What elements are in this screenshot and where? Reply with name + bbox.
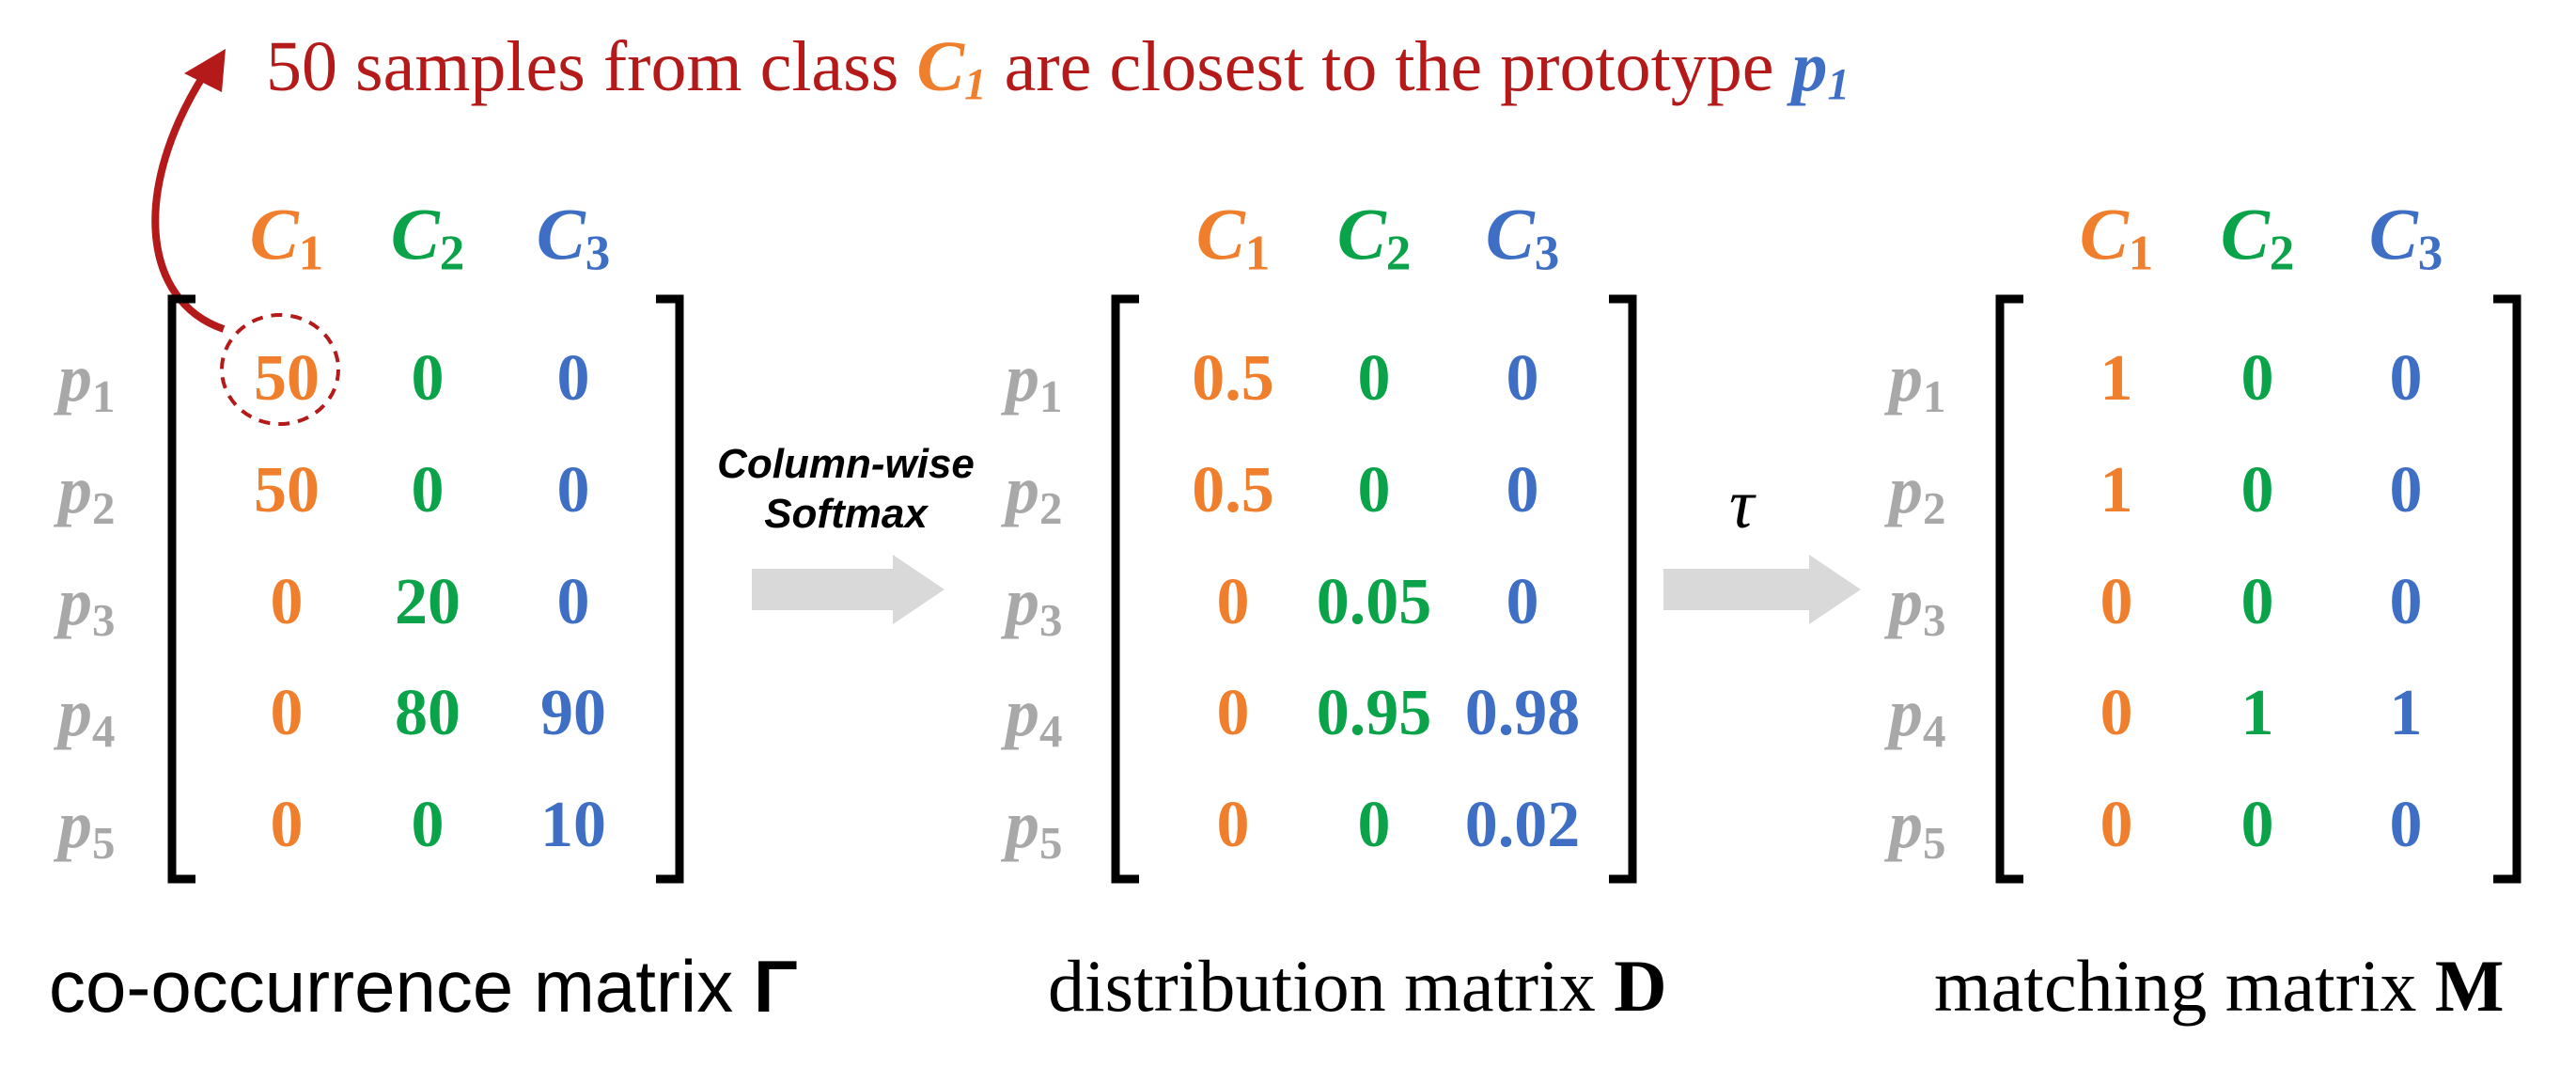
threshold-arrow (1663, 555, 1861, 624)
gamma-caption: co-occurrence matrix Γ (49, 945, 798, 1028)
distribution-row-label: p5 (1006, 787, 1063, 870)
gamma-row-label: p1 (58, 340, 116, 423)
annotation-class-symbol: C1 (916, 27, 987, 110)
matching-row-label: p5 (1889, 787, 1946, 870)
distribution-row-label: p3 (1006, 564, 1063, 647)
distribution-row-label: p2 (1006, 452, 1063, 535)
matching-row-label: p2 (1889, 452, 1946, 535)
distribution-matrix-cell: 0 (1506, 566, 1539, 638)
highlight-dashed-circle (220, 313, 340, 426)
matching-column-header: C3 (2368, 193, 2443, 281)
softmax-label: Column-wise Softmax (691, 440, 1001, 540)
matching-matrix-cell: 0 (2240, 566, 2274, 638)
gamma-column-header: C2 (390, 193, 465, 281)
matching-matrix-cell: 0 (2240, 342, 2274, 415)
matching-matrix-cell: 1 (2240, 677, 2274, 749)
distribution-matrix-cell: 0.95 (1316, 677, 1432, 749)
threshold-label: τ (1729, 466, 1755, 543)
distribution-matrix-cell: 0 (1216, 566, 1250, 638)
gamma-matrix-cell: 0 (270, 677, 304, 749)
matching-caption: matching matrix M (1934, 945, 2505, 1027)
softmax-arrow (752, 555, 945, 624)
matching-left-bracket (1995, 294, 2023, 884)
distribution-matrix-cell: 0 (1357, 342, 1391, 415)
annotation-arrow-head (184, 49, 226, 92)
gamma-matrix-cell: 0 (270, 789, 304, 861)
gamma-matrix-cell: 50 (254, 454, 320, 526)
matching-matrix-cell: 0 (2100, 677, 2133, 749)
matching-matrix-cell: 0 (2389, 342, 2423, 415)
distribution-row-label: p1 (1006, 340, 1063, 423)
matching-row-label: p4 (1889, 675, 1946, 758)
matching-column-header: C1 (2079, 193, 2154, 281)
distribution-column-header: C1 (1195, 193, 1271, 281)
gamma-right-bracket (656, 294, 684, 884)
matching-matrix-cell: 0 (2389, 454, 2423, 526)
distribution-matrix-cell: 0.5 (1192, 454, 1274, 526)
distribution-matrix-cell: 0.98 (1464, 677, 1581, 749)
matching-matrix-cell: 1 (2100, 342, 2133, 415)
gamma-column-header: C3 (536, 193, 611, 281)
distribution-matrix-cell: 0.05 (1316, 566, 1432, 638)
gamma-matrix-cell: 0 (556, 342, 590, 415)
matching-matrix-cell: 0 (2389, 789, 2423, 861)
gamma-matrix-cell: 0 (556, 454, 590, 526)
gamma-matrix-cell: 0 (411, 342, 445, 415)
gamma-matrix-cell: 0 (270, 566, 304, 638)
gamma-matrix-cell: 90 (540, 677, 606, 749)
gamma-column-header: C1 (249, 193, 324, 281)
distribution-row-label: p4 (1006, 675, 1063, 758)
gamma-row-label: p3 (58, 564, 116, 647)
distribution-matrix-cell: 0.02 (1464, 789, 1581, 861)
gamma-row-label: p2 (58, 452, 116, 535)
matching-matrix-cell: 0 (2100, 566, 2133, 638)
annotation-text-middle: are closest to the prototype (986, 27, 1792, 106)
matching-right-bracket (2493, 294, 2521, 884)
matching-matrix-cell: 0 (2100, 789, 2133, 861)
softmax-label-line2: Softmax (764, 490, 928, 537)
distribution-matrix-cell: 0 (1506, 342, 1539, 415)
distribution-matrix-cell: 0 (1216, 789, 1250, 861)
distribution-left-bracket (1111, 294, 1139, 884)
distribution-right-bracket (1609, 294, 1637, 884)
matching-row-label: p3 (1889, 564, 1946, 647)
gamma-row-label: p5 (58, 787, 116, 870)
matching-column-header: C2 (2220, 193, 2295, 281)
gamma-matrix-cell: 50 (254, 342, 320, 415)
distribution-matrix-cell: 0.5 (1192, 342, 1274, 415)
distribution-column-header: C2 (1336, 193, 1412, 281)
distribution-matrix-cell: 0 (1216, 677, 1250, 749)
matching-row-label: p1 (1889, 340, 1946, 423)
annotation-text: 50 samples from class C1 are closest to … (266, 26, 1850, 110)
gamma-matrix-cell: 20 (395, 566, 461, 638)
gamma-matrix-cell: 0 (556, 566, 590, 638)
annotation-curved-arrow (151, 71, 226, 333)
annotation-prototype-symbol: p1 (1791, 27, 1850, 110)
distribution-column-header: C3 (1485, 193, 1560, 281)
annotation-text-before: 50 samples from class (266, 27, 917, 106)
matching-matrix-cell: 0 (2240, 454, 2274, 526)
matching-matrix-cell: 1 (2389, 677, 2423, 749)
gamma-matrix-cell: 10 (540, 789, 606, 861)
gamma-matrix-cell: 0 (411, 789, 445, 861)
distribution-matrix-cell: 0 (1506, 454, 1539, 526)
gamma-left-bracket (167, 294, 195, 884)
distribution-matrix-cell: 0 (1357, 789, 1391, 861)
gamma-matrix-cell: 0 (411, 454, 445, 526)
distribution-caption: distribution matrix D (1048, 945, 1667, 1027)
gamma-row-label: p4 (58, 675, 116, 758)
matching-matrix-cell: 1 (2100, 454, 2133, 526)
matching-matrix-cell: 0 (2240, 789, 2274, 861)
distribution-matrix-cell: 0 (1357, 454, 1391, 526)
matching-matrix-cell: 0 (2389, 566, 2423, 638)
softmax-label-line1: Column-wise (717, 441, 975, 487)
gamma-matrix-cell: 80 (395, 677, 461, 749)
